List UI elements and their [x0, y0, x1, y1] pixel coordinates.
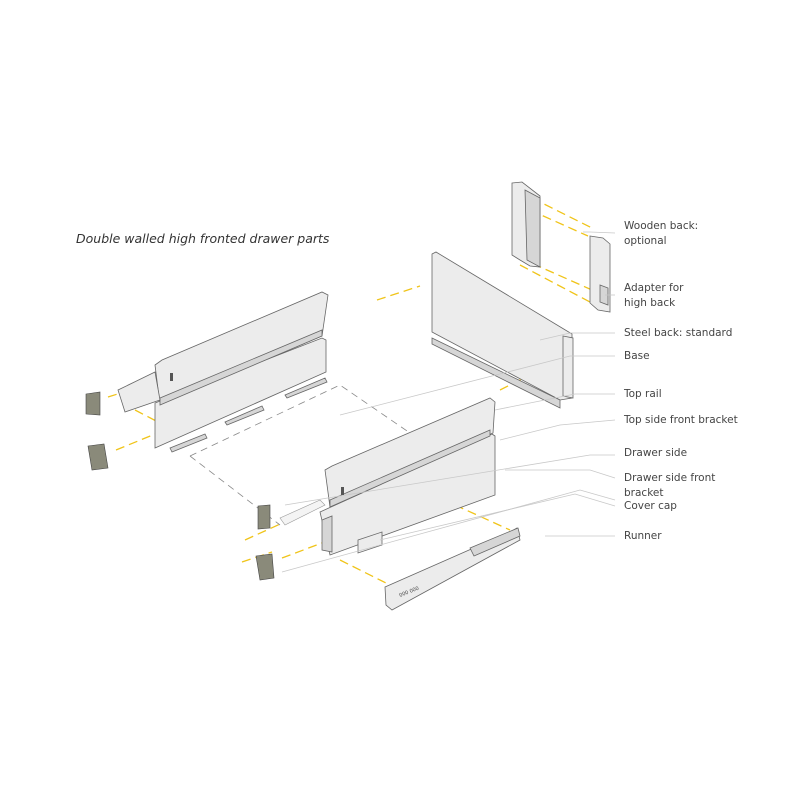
label-adapter: Adapter for high back — [624, 281, 683, 310]
label-drawer-side: Drawer side — [624, 447, 688, 459]
wooden-back-adapter-left — [511, 181, 541, 268]
steel-back — [431, 251, 574, 409]
label-top-rail: Top rail — [624, 388, 662, 400]
runner: 000 000 — [384, 527, 521, 611]
label-top-side-front-bracket: Top side front bracket — [624, 414, 738, 426]
label-line: Wooden back: — [624, 220, 699, 232]
label-wooden-back: Wooden back: optional — [624, 219, 698, 248]
label-line: Adapter for — [624, 282, 684, 294]
diagram-title: Double walled high fronted drawer parts — [76, 231, 330, 246]
label-line: high back — [624, 296, 676, 309]
label-line: bracket — [624, 486, 664, 499]
label-line: optional — [624, 234, 667, 247]
adapter-high-back — [589, 235, 611, 313]
cover-cap — [357, 531, 383, 554]
left-drawer-side — [117, 291, 329, 453]
label-line: Drawer side front — [624, 472, 716, 484]
label-drawer-side-front-bracket: Drawer side front bracket — [624, 471, 715, 500]
front-fixing-clips — [85, 391, 275, 581]
right-drawer-side — [319, 397, 496, 556]
leader-lines — [281, 231, 616, 573]
label-cover-cap: Cover cap — [624, 500, 677, 512]
base-board — [189, 384, 411, 526]
label-base: Base — [624, 350, 650, 362]
label-runner: Runner — [624, 530, 662, 542]
label-steel-back: Steel back: standard — [624, 327, 733, 339]
